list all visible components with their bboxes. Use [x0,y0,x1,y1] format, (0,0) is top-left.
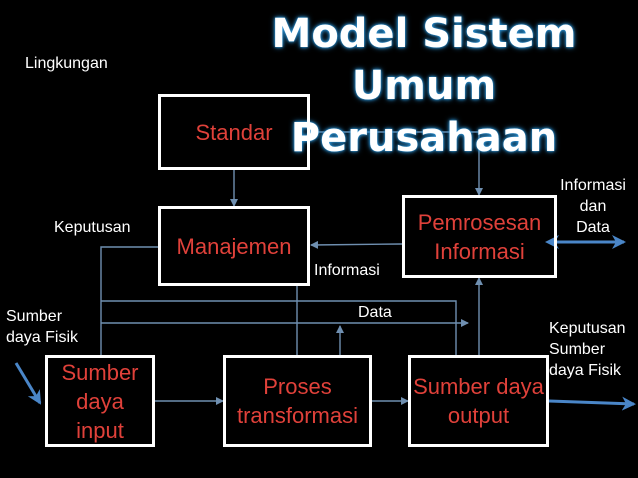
label-informasi-dan-data: Informasi dan Data [560,177,626,236]
connector-data-1 [101,300,457,355]
label-informasi: Informasi [314,262,380,279]
arrow-physical-output [548,396,636,411]
connector-keputusan [100,246,160,355]
page-title: Model Sistem Umum Perusahaan [271,11,577,161]
connector-pemrosesan-manajemen [310,240,403,249]
box-pemrosesan-informasi: Pemrosesan Informasi [402,195,557,278]
connector-top-pemrosesan [310,131,483,196]
environment-label: Lingkungan [25,55,108,72]
label-keputusan: Keputusan [54,219,131,236]
box-manajemen: Manajemen [158,206,310,286]
label-sumber-daya-fisik: Sumber daya Fisik [6,308,79,346]
arrow-physical-input [14,362,42,405]
box-sumber-daya-input: Sumber daya input [45,355,155,447]
box-standar: Standar [158,94,310,170]
box-sumber-daya-output: Sumber daya output [408,355,549,447]
label-data: Data [358,304,392,321]
box-proses-transformasi: Proses transformasi [223,355,372,447]
label-output-keputusan-sumber: Keputusan Sumber daya Fisik [549,320,626,379]
